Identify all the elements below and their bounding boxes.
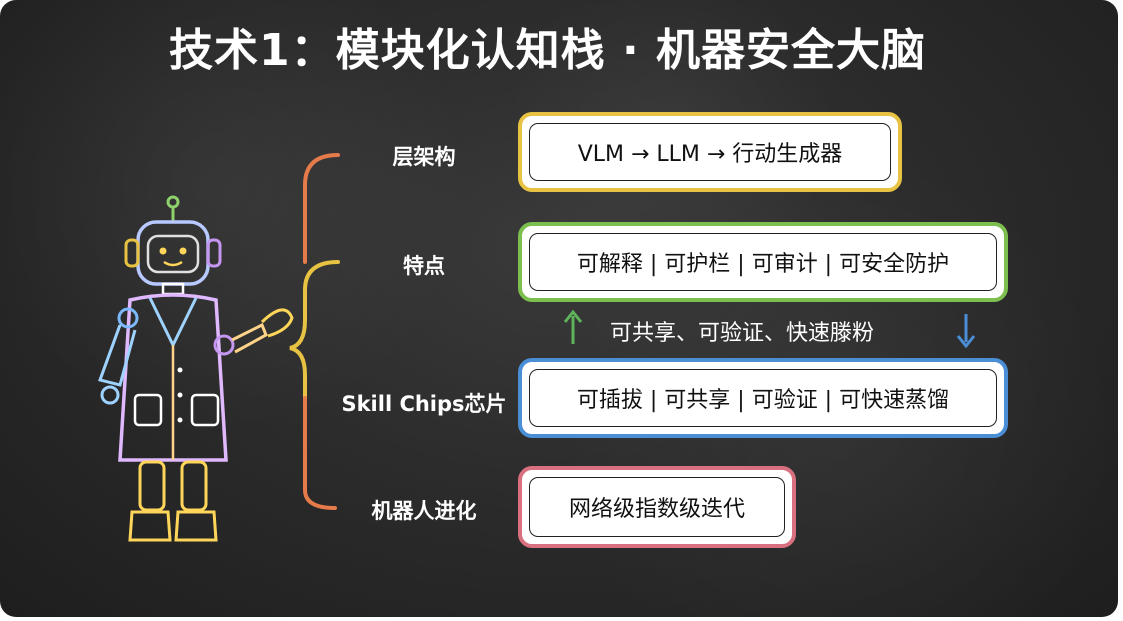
box-features: 可解释 | 可护栏 | 可审计 | 可安全防护: [518, 222, 1008, 302]
box-skill-chips: 可插拔 | 可共享 | 可验证 | 可快速蒸馏: [518, 358, 1008, 438]
sync-caption: 可共享、可验证、快速滕粉: [610, 321, 875, 346]
box-architecture: VLM → LLM → 行动生成器: [518, 112, 902, 192]
row-label-features: 特点: [403, 254, 445, 278]
brace-top: [303, 153, 340, 264]
brace-mid: [289, 260, 340, 400]
brace-bottom: [303, 396, 337, 510]
row-label-architecture: 层架构: [392, 145, 456, 169]
box-robot-evolution: 网络级指数级迭代: [518, 466, 796, 548]
down-arrow-icon: [956, 314, 976, 349]
row-label-robot-evolution: 机器人进化: [371, 499, 477, 523]
row-label-skill-chips: Skill Chips芯片: [341, 392, 507, 416]
up-arrow-icon: [563, 309, 583, 344]
page-title: 技术1：模块化认知栈 · 机器安全大脑: [169, 25, 926, 76]
